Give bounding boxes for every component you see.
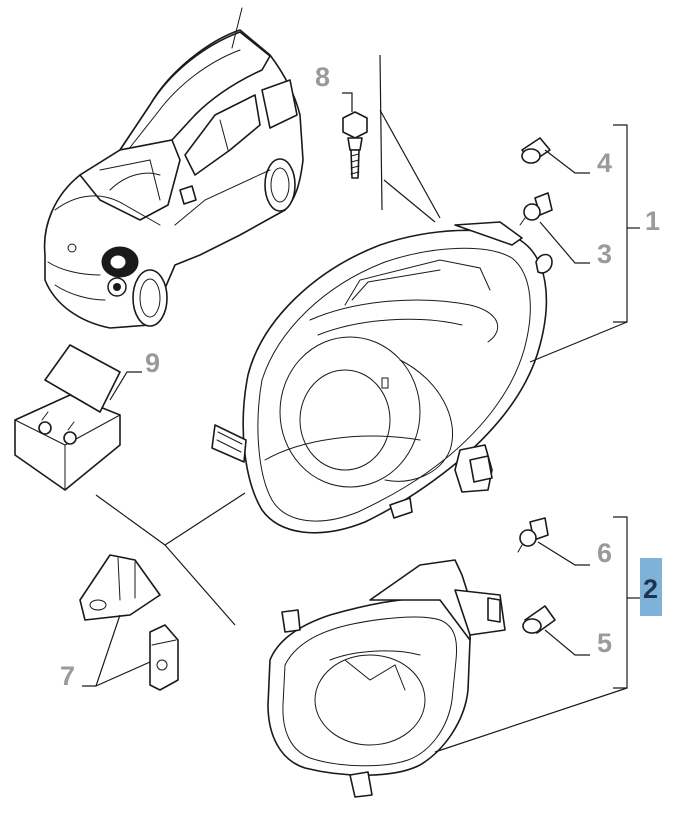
- headlamp-assembly: [211, 221, 553, 534]
- callout-1: 1: [645, 206, 660, 236]
- screw-part-8: [342, 111, 368, 179]
- fog-lamp-assembly: [267, 559, 506, 798]
- car-illustration: [43, 7, 304, 329]
- callout-2: 2: [643, 574, 658, 604]
- callout-3: 3: [597, 239, 612, 269]
- bulb-part-3: [519, 192, 553, 226]
- callout-9: 9: [145, 348, 160, 378]
- bulb-part-5: [522, 605, 556, 634]
- bulb-kit-box-9: [14, 344, 121, 491]
- callout-6: 6: [597, 538, 612, 568]
- callout-8: 8: [315, 62, 330, 92]
- callout-4: 4: [597, 148, 612, 178]
- bracket-part-7: [79, 554, 179, 691]
- callout-5: 5: [597, 628, 612, 658]
- leader-lines: [82, 54, 640, 753]
- bulb-part-6: [517, 517, 549, 553]
- bulb-part-4: [521, 137, 551, 164]
- callout-7: 7: [60, 661, 75, 691]
- callout-2-highlight: [640, 558, 662, 616]
